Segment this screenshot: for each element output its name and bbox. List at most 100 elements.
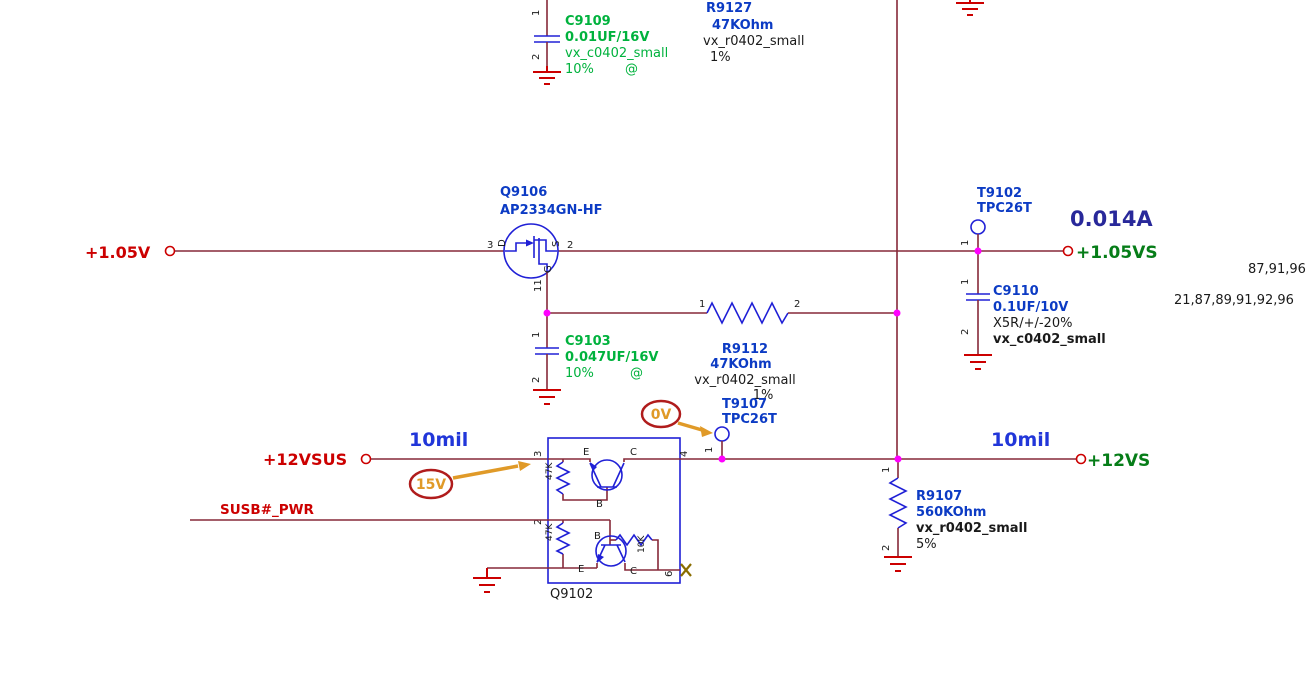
q9106-refdes: Q9106 [500, 185, 547, 200]
trace-width-label-left: 10mil [409, 429, 468, 451]
q9106-part: AP2334GN-HF [500, 203, 602, 218]
q9102-refdes: Q9102 [550, 587, 593, 602]
r9112-pin2-label: 2 [794, 299, 800, 310]
q9102-body[interactable] [547, 437, 681, 584]
r9112-refdes: R9112 [722, 342, 768, 357]
net-label-12vsus: +12VSUS [263, 450, 347, 469]
sheet-refs-1: 87,91,96 [1248, 262, 1306, 277]
q9102-emitter-bottom-label: E [578, 564, 584, 575]
q9102-r-side-value: 10K [637, 535, 647, 553]
t9102-part: TPC26T [977, 201, 1032, 216]
current-annotation: 0.014A [1070, 207, 1153, 231]
q9102-collector-bottom-label: C [630, 566, 637, 577]
r9127-value: 47KOhm [712, 18, 773, 33]
r9107-tolerance: 5% [916, 537, 937, 552]
t9107-pin1-label: 1 [704, 447, 715, 453]
r9107-pin2-label: 2 [881, 545, 892, 551]
r9112-pin1-label: 1 [699, 299, 705, 310]
q9102-r-bottom-value: 47K [545, 523, 555, 541]
ground-symbol-c9109[interactable] [533, 66, 561, 85]
no-connect-x-pin6 [680, 563, 692, 577]
terminal-12vs[interactable] [1075, 453, 1087, 465]
testpoint-t9107[interactable] [714, 426, 730, 442]
q9102-pin4-label: 4 [679, 451, 690, 457]
junction-1v05s-node [974, 247, 982, 255]
testpoint-t9102[interactable] [970, 219, 986, 235]
q9106-mosfet-symbol[interactable] [503, 223, 559, 279]
q9106-pin3-label: 3 [487, 240, 493, 251]
ground-symbol-r9107[interactable] [884, 556, 912, 572]
c9109-at-marker: @ [625, 62, 638, 77]
probe-value-15v: 15V [416, 477, 446, 493]
t9102-refdes: T9102 [977, 186, 1022, 201]
terminal-1v05[interactable] [164, 245, 176, 257]
q9102-base-bottom-label: B [594, 531, 601, 542]
terminal-1v05s[interactable] [1062, 245, 1074, 257]
c9103-capacitor[interactable] [535, 313, 559, 390]
junction-gate-node [543, 309, 551, 317]
probe-value-0v: 0V [651, 407, 672, 423]
q9102-emitter-top-label: E [583, 447, 589, 458]
c9109-footprint: vx_c0402_small [565, 46, 668, 61]
c9109-tolerance: 10% [565, 62, 594, 77]
r9107-resistor-symbol[interactable] [888, 477, 908, 529]
q9106-pin11-label: 11 [533, 279, 544, 292]
c9103-pin1-label: 1 [531, 332, 542, 338]
ground-symbol-c9103[interactable] [533, 389, 561, 405]
r9107-footprint: vx_r0402_small [916, 521, 1027, 536]
c9109-value: 0.01UF/16V [565, 30, 649, 45]
c9109-capacitor[interactable] [534, 0, 560, 66]
probe-ellipse-0v [640, 399, 682, 429]
net-label-1v05: +1.05V [85, 243, 151, 262]
q9102-internal-wires[interactable] [487, 458, 680, 571]
q9102-transistor-top[interactable] [589, 459, 625, 491]
c9110-refdes: C9110 [993, 284, 1039, 299]
r9112-value: 47KOhm [710, 357, 771, 372]
net-label-1v05s: +1.05VS [1076, 243, 1158, 263]
net-label-12vs: +12VS [1087, 451, 1150, 471]
q9102-transistor-bottom[interactable] [595, 535, 627, 567]
c9103-pin2-label: 2 [531, 377, 542, 383]
net-label-susb-pwr: SUSB#_PWR [220, 502, 315, 518]
q9102-resistor-bottom[interactable] [555, 522, 571, 555]
q9102-pin2-label: 2 [533, 519, 544, 525]
r9112-resistor-symbol[interactable] [706, 301, 789, 325]
c9109-pin2-label: 2 [531, 54, 542, 60]
q9106-gate-label: G [543, 265, 554, 273]
probe-arrow-0v [677, 421, 713, 437]
trace-width-label-right: 10mil [991, 429, 1050, 451]
junction-r9107-node [894, 455, 902, 463]
t9102-pin1-label: 1 [960, 240, 971, 246]
r9112-footprint: vx_r0402_small [694, 373, 795, 388]
c9110-pin2-label: 2 [960, 329, 971, 335]
probe-arrow-15v [452, 461, 531, 480]
r9107-refdes: R9107 [916, 489, 962, 504]
r9107-pin1-label: 1 [881, 467, 892, 473]
sheet-refs-2: 21,87,89,91,92,96 [1174, 293, 1294, 308]
c9110-footprint: vx_c0402_small [993, 332, 1106, 347]
terminal-12vsus[interactable] [360, 453, 372, 465]
q9102-pin6-label: 6 [664, 571, 675, 577]
ground-symbol-q9102[interactable] [473, 568, 501, 593]
q9102-collector-top-label: C [630, 447, 637, 458]
q9102-resistor-side[interactable] [615, 533, 653, 547]
c9103-tolerance: 10% [565, 366, 594, 381]
q9102-r-top-value: 47K [545, 462, 555, 480]
q9106-drain-label: D [497, 239, 508, 247]
r9107-value: 560KOhm [916, 505, 986, 520]
c9110-spec: X5R/+/-20% [993, 316, 1072, 331]
t9107-part: TPC26T [722, 412, 777, 427]
ground-symbol-top-right[interactable] [956, 0, 984, 16]
q9102-resistor-top[interactable] [555, 461, 571, 495]
c9103-value: 0.047UF/16V [565, 350, 658, 365]
c9110-capacitor[interactable] [966, 251, 990, 355]
q9102-base-top-label: B [596, 499, 603, 510]
q9106-source-label: S [551, 241, 562, 247]
c9109-pin1-label: 1 [531, 10, 542, 16]
c9103-at-marker: @ [630, 366, 643, 381]
r9112-tolerance: 1% [753, 388, 774, 403]
ground-symbol-c9110[interactable] [964, 354, 992, 370]
